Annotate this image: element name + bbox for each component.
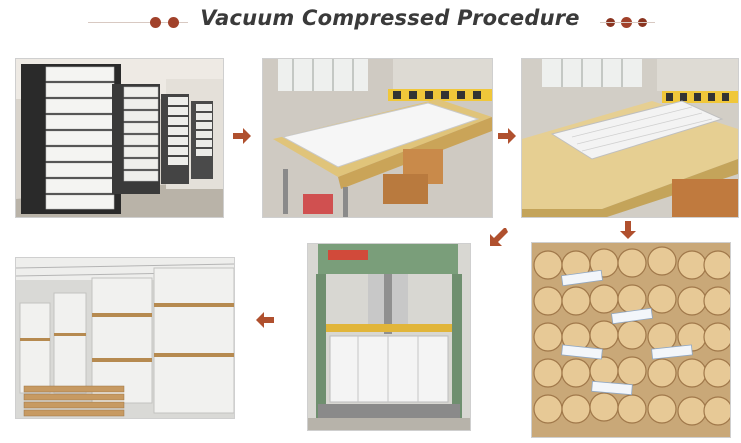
- header-rule-left: [88, 22, 188, 23]
- vacuum-sealed-mattress-photo: [521, 58, 739, 218]
- decor-dot-icon: [150, 17, 161, 28]
- arrow-down-left-icon: [488, 226, 510, 248]
- arrow-right-icon: [496, 125, 518, 147]
- page-title: Vacuum Compressed Procedure: [200, 6, 580, 30]
- wrapped-bales-warehouse-photo: [15, 257, 235, 419]
- arrow-right-icon: [231, 125, 253, 147]
- decor-dot-icon: [168, 17, 179, 28]
- mattress-on-sealing-table-photo: [262, 58, 493, 218]
- hydraulic-compress-machine-photo: [307, 243, 471, 431]
- rolled-mattress-tubes-photo: [531, 242, 731, 438]
- stacked-mattresses-photo: [15, 58, 224, 218]
- header-rule-right: [600, 22, 655, 23]
- page-header: Vacuum Compressed Procedure: [0, 0, 741, 42]
- arrow-left-icon: [254, 309, 276, 331]
- arrow-down-icon: [617, 219, 639, 241]
